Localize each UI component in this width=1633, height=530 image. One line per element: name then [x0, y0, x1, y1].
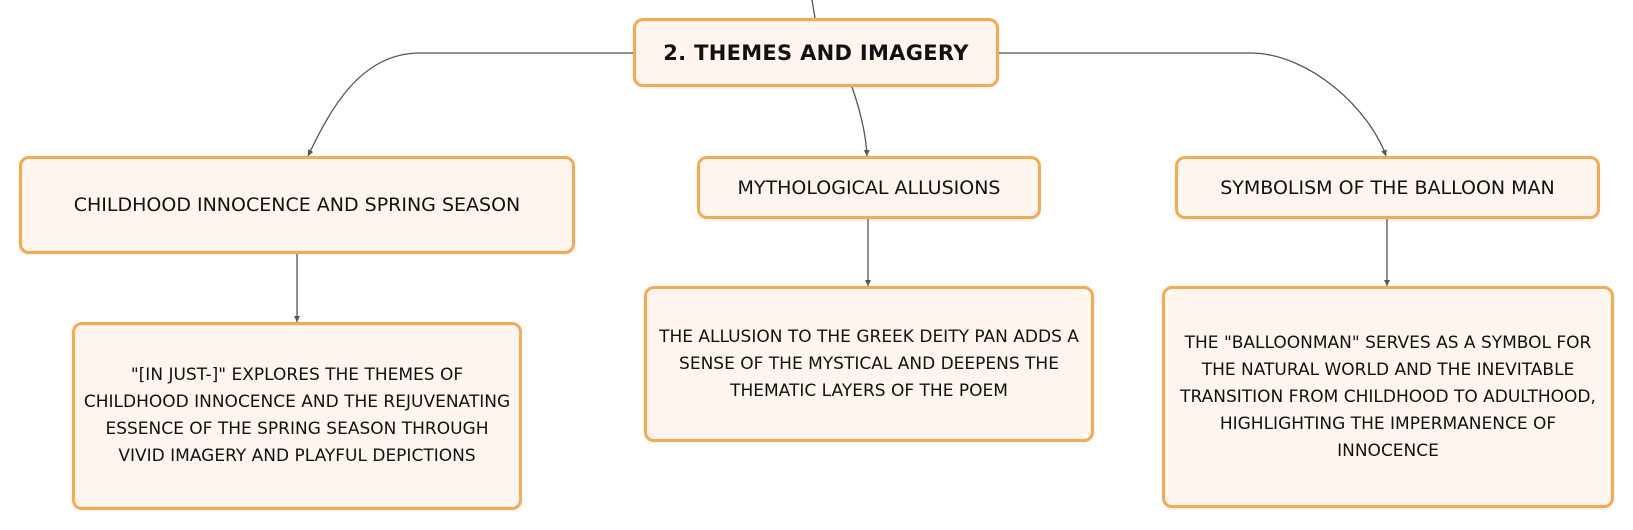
branch-node-mythological-allusions[interactable]: MYTHOLOGICAL ALLUSIONS [697, 156, 1041, 219]
detail-node-childhood-innocence[interactable]: "[IN JUST-]" EXPLORES THE THEMES OF CHIL… [72, 322, 522, 510]
branch-node-label: CHILDHOOD INNOCENCE AND SPRING SEASON [73, 194, 521, 216]
root-node-title: 2. THEMES AND IMAGERY [663, 40, 969, 65]
connector-root-to-myth [851, 86, 870, 157]
detail-node-text: "[IN JUST-]" EXPLORES THE THEMES OF CHIL… [83, 365, 511, 466]
branch-node-label: MYTHOLOGICAL ALLUSIONS [737, 176, 1001, 199]
connector-root-to-balloon [999, 52, 1387, 157]
detail-node-mythological-allusions[interactable]: THE ALLUSION TO THE GREEK DEITY PAN ADDS… [644, 286, 1094, 442]
detail-node-text: THE ALLUSION TO THE GREEK DEITY PAN ADDS… [659, 326, 1079, 401]
connector-parent-to-root [811, 0, 816, 19]
branch-node-balloon-man-symbolism[interactable]: SYMBOLISM OF THE BALLOON MAN [1175, 156, 1600, 219]
detail-node-balloon-man-symbolism[interactable]: THE "BALLOONMAN" SERVES AS A SYMBOL FOR … [1162, 286, 1614, 508]
root-node-themes-and-imagery[interactable]: 2. THEMES AND IMAGERY [633, 18, 999, 87]
branch-node-childhood-innocence[interactable]: CHILDHOOD INNOCENCE AND SPRING SEASON [19, 156, 575, 254]
connector-root-to-childhood [307, 52, 633, 157]
detail-node-text: THE "BALLOONMAN" SERVES AS A SYMBOL FOR … [1180, 332, 1596, 461]
branch-node-label: SYMBOLISM OF THE BALLOON MAN [1220, 176, 1555, 199]
